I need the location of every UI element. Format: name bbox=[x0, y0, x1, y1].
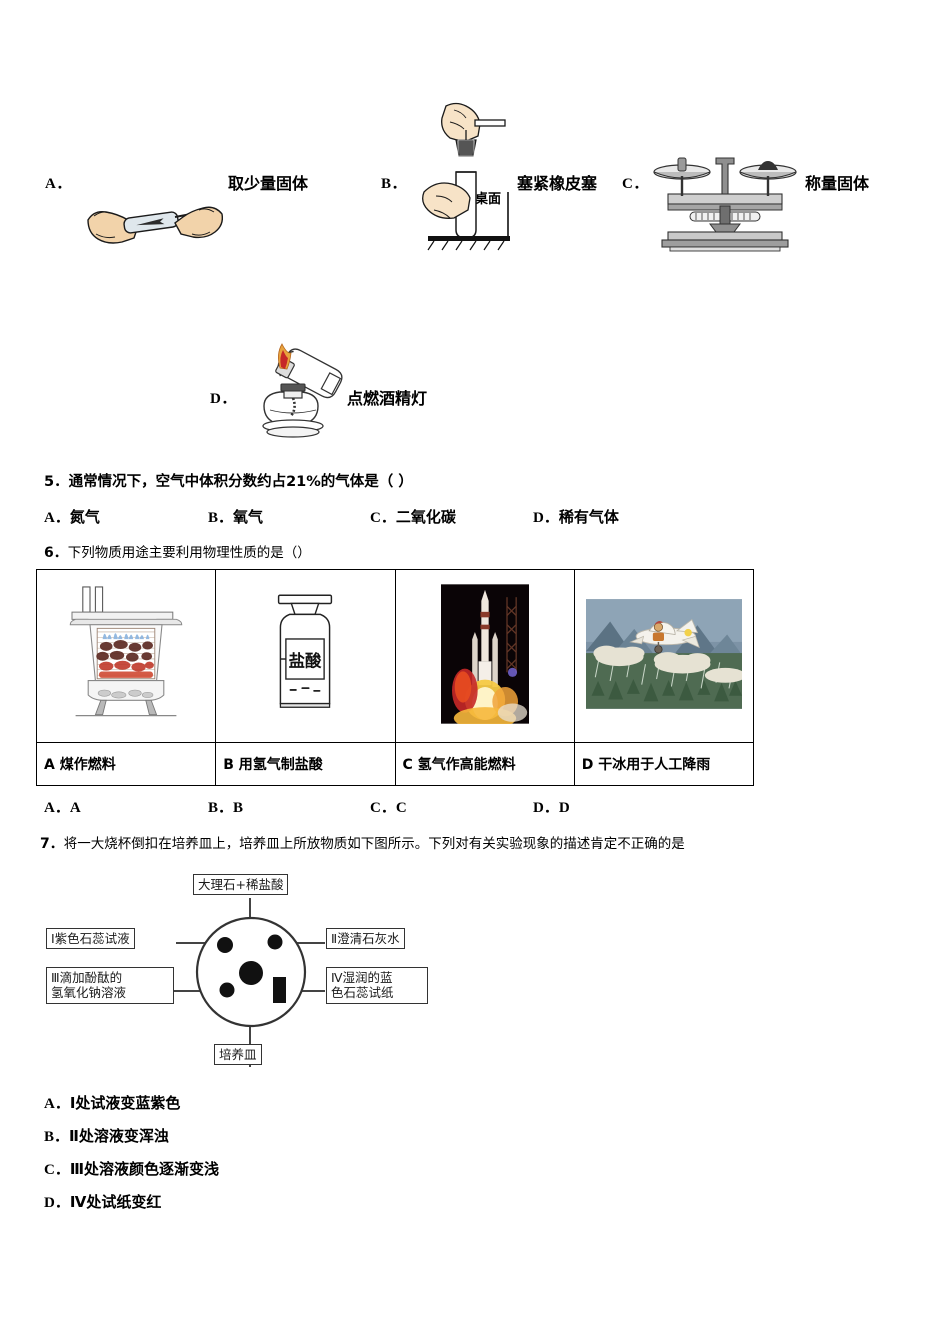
label-litmus-paper-line1: Ⅳ湿润的蓝 bbox=[331, 970, 393, 985]
table-cell-coal-stove bbox=[35, 569, 217, 743]
label-purple-litmus: Ⅰ紫色石蕊试液 bbox=[46, 928, 135, 950]
option-b-letter: B． bbox=[381, 176, 408, 192]
connector-right-top bbox=[281, 942, 325, 944]
table-cell-rocket-launch bbox=[394, 569, 575, 743]
q5-option-a-label: A． bbox=[44, 510, 70, 526]
question-4-options: A． 取少量固体 B． 塞紧橡皮塞 桌面 bbox=[0, 0, 950, 460]
option-a-letter: A． bbox=[45, 176, 72, 192]
option-a-caption: 取少量固体 bbox=[228, 174, 309, 193]
label-naoh-phenolphthalein: Ⅲ滴加酚酞的 氢氧化钠溶液 bbox=[46, 967, 174, 1004]
label-litmus-paper-line2: 色石蕊试纸 bbox=[331, 985, 394, 1001]
question-5-option-a: A．氮气 bbox=[44, 506, 100, 527]
label-wet-blue-litmus-paper: Ⅳ湿润的蓝 色石蕊试纸 bbox=[326, 967, 428, 1004]
hydrochloric-acid-bottle-icon: 盐酸 bbox=[278, 594, 333, 708]
rocket-launch-icon bbox=[440, 583, 529, 729]
coal-stove-icon bbox=[69, 585, 183, 716]
q7-option-c-label: C． bbox=[44, 1162, 70, 1178]
q5-option-c-label: C． bbox=[370, 510, 396, 526]
question-6-answer-c: C．C bbox=[370, 800, 407, 816]
option-d-letter: D． bbox=[210, 391, 237, 407]
table-row-captions: A 煤作燃料 B 用氢气制盐酸 C 氢气作高能燃料 D 干冰用于人工降雨 bbox=[35, 742, 755, 786]
q5-option-b-label: B． bbox=[208, 510, 234, 526]
table-row-images: 盐酸 bbox=[35, 569, 755, 743]
question-6-answer-b: B．B bbox=[208, 800, 244, 816]
q5-option-d-label: D． bbox=[533, 510, 559, 526]
question-5-option-c: C．二氧化碳 bbox=[370, 506, 456, 527]
cloud-seeding-airplane-icon bbox=[585, 598, 746, 709]
q7-option-c-text: Ⅲ处溶液颜色逐渐变浅 bbox=[69, 1160, 220, 1178]
question-7-stem: 7．将一大烧杯倒扣在培养皿上，培养皿上所放物质如下图所示。下列对有关实验现象的描… bbox=[40, 832, 685, 853]
table-cell-cloud-seeding bbox=[573, 569, 755, 743]
question-6-number: 6． bbox=[44, 545, 68, 561]
q5-option-c-text: 二氧化碳 bbox=[395, 508, 456, 526]
question-6-table: 盐酸 bbox=[35, 569, 755, 786]
q7-option-a-label: A． bbox=[44, 1096, 70, 1112]
balance-scale-icon bbox=[650, 150, 800, 255]
rubber-stopper-icon bbox=[420, 100, 535, 255]
label-limewater: Ⅱ澄清石灰水 bbox=[326, 928, 405, 950]
q7-option-b-label: B． bbox=[44, 1129, 70, 1145]
petri-dish-circle bbox=[195, 916, 307, 1028]
option-d-caption: 点燃酒精灯 bbox=[347, 389, 428, 408]
question-5-text: 通常情况下，空气中体积分数约占21%的气体是（ ） bbox=[68, 474, 413, 490]
question-7-text: 将一大烧杯倒扣在培养皿上，培养皿上所放物质如下图所示。下列对有关实验现象的描述肯… bbox=[63, 836, 685, 852]
label-naoh-line2: 氢氧化钠溶液 bbox=[51, 985, 127, 1001]
q7-option-d-text: Ⅳ处试纸变红 bbox=[69, 1193, 162, 1211]
label-naoh-line1: Ⅲ滴加酚酞的 bbox=[51, 970, 123, 985]
caption-cell-d: D 干冰用于人工降雨 bbox=[573, 742, 755, 786]
q5-option-d-text: 稀有气体 bbox=[558, 508, 619, 526]
question-7-option-b: B．Ⅱ处溶液变浑浊 bbox=[44, 1125, 219, 1146]
spot-I bbox=[217, 937, 233, 953]
spot-II bbox=[267, 934, 283, 950]
caption-cell-b: B 用氢气制盐酸 bbox=[215, 742, 396, 786]
q5-option-a-text: 氮气 bbox=[69, 508, 100, 526]
caption-cell-c: C 氢气作高能燃料 bbox=[394, 742, 575, 786]
option-c-caption: 称量固体 bbox=[805, 174, 870, 193]
question-6-stem: 6．下列物质用途主要利用物理性质的是（） bbox=[44, 541, 311, 562]
question-6-text: 下列物质用途主要利用物理性质的是（） bbox=[67, 545, 311, 561]
question-7-option-c: C．Ⅲ处溶液颜色逐渐变浅 bbox=[44, 1158, 219, 1179]
question-6-answer-a: A．A bbox=[44, 800, 81, 816]
q7-option-d-label: D． bbox=[44, 1195, 70, 1211]
spot-III bbox=[219, 982, 235, 998]
connector-left-bottom bbox=[169, 990, 217, 992]
option-c-letter: C． bbox=[622, 176, 649, 192]
q7-option-a-text: Ⅰ处试液变蓝紫色 bbox=[69, 1094, 181, 1112]
label-marble-hcl: 大理石+稀盐酸 bbox=[193, 874, 289, 896]
question-5-option-b: B．氧气 bbox=[208, 506, 263, 527]
question-5-number: 5． bbox=[44, 474, 69, 490]
question-7-option-d: D．Ⅳ处试纸变红 bbox=[44, 1191, 219, 1212]
table-cell-acid-bottle: 盐酸 bbox=[215, 569, 396, 743]
q5-option-b-text: 氧气 bbox=[233, 508, 264, 526]
question-5-stem: 5．通常情况下，空气中体积分数约占21%的气体是（ ） bbox=[44, 470, 413, 491]
question-7-number: 7． bbox=[40, 836, 64, 852]
caption-cell-a: A 煤作燃料 bbox=[35, 742, 217, 786]
petri-dish-diagram: 大理石+稀盐酸 Ⅰ紫色石蕊试液 Ⅱ澄清石灰水 Ⅲ滴加酚酞的 氢氧化钠溶液 Ⅳ湿润… bbox=[36, 860, 466, 1075]
label-petri-dish: 培养皿 bbox=[214, 1044, 262, 1066]
question-5-option-d: D．稀有气体 bbox=[533, 506, 619, 527]
question-6-answer-d: D．D bbox=[533, 800, 570, 816]
q7-option-b-text: Ⅱ处溶液变浑浊 bbox=[69, 1127, 169, 1145]
alcohol-lamp-icon bbox=[240, 340, 355, 450]
option-b-caption: 塞紧橡皮塞 bbox=[517, 174, 598, 193]
question-7-option-a: A．Ⅰ处试液变蓝紫色 bbox=[44, 1092, 219, 1113]
question-7-options: A．Ⅰ处试液变蓝紫色 B．Ⅱ处溶液变浑浊 C．Ⅲ处溶液颜色逐渐变浅 D．Ⅳ处试纸… bbox=[44, 1092, 219, 1224]
table-surface-label: 桌面 bbox=[475, 192, 502, 207]
spot-IV bbox=[273, 977, 286, 1003]
connector-left-top bbox=[176, 942, 220, 944]
spot-center bbox=[239, 961, 263, 985]
hands-test-tube-icon bbox=[80, 190, 230, 260]
bottle-label-text: 盐酸 bbox=[289, 651, 322, 670]
